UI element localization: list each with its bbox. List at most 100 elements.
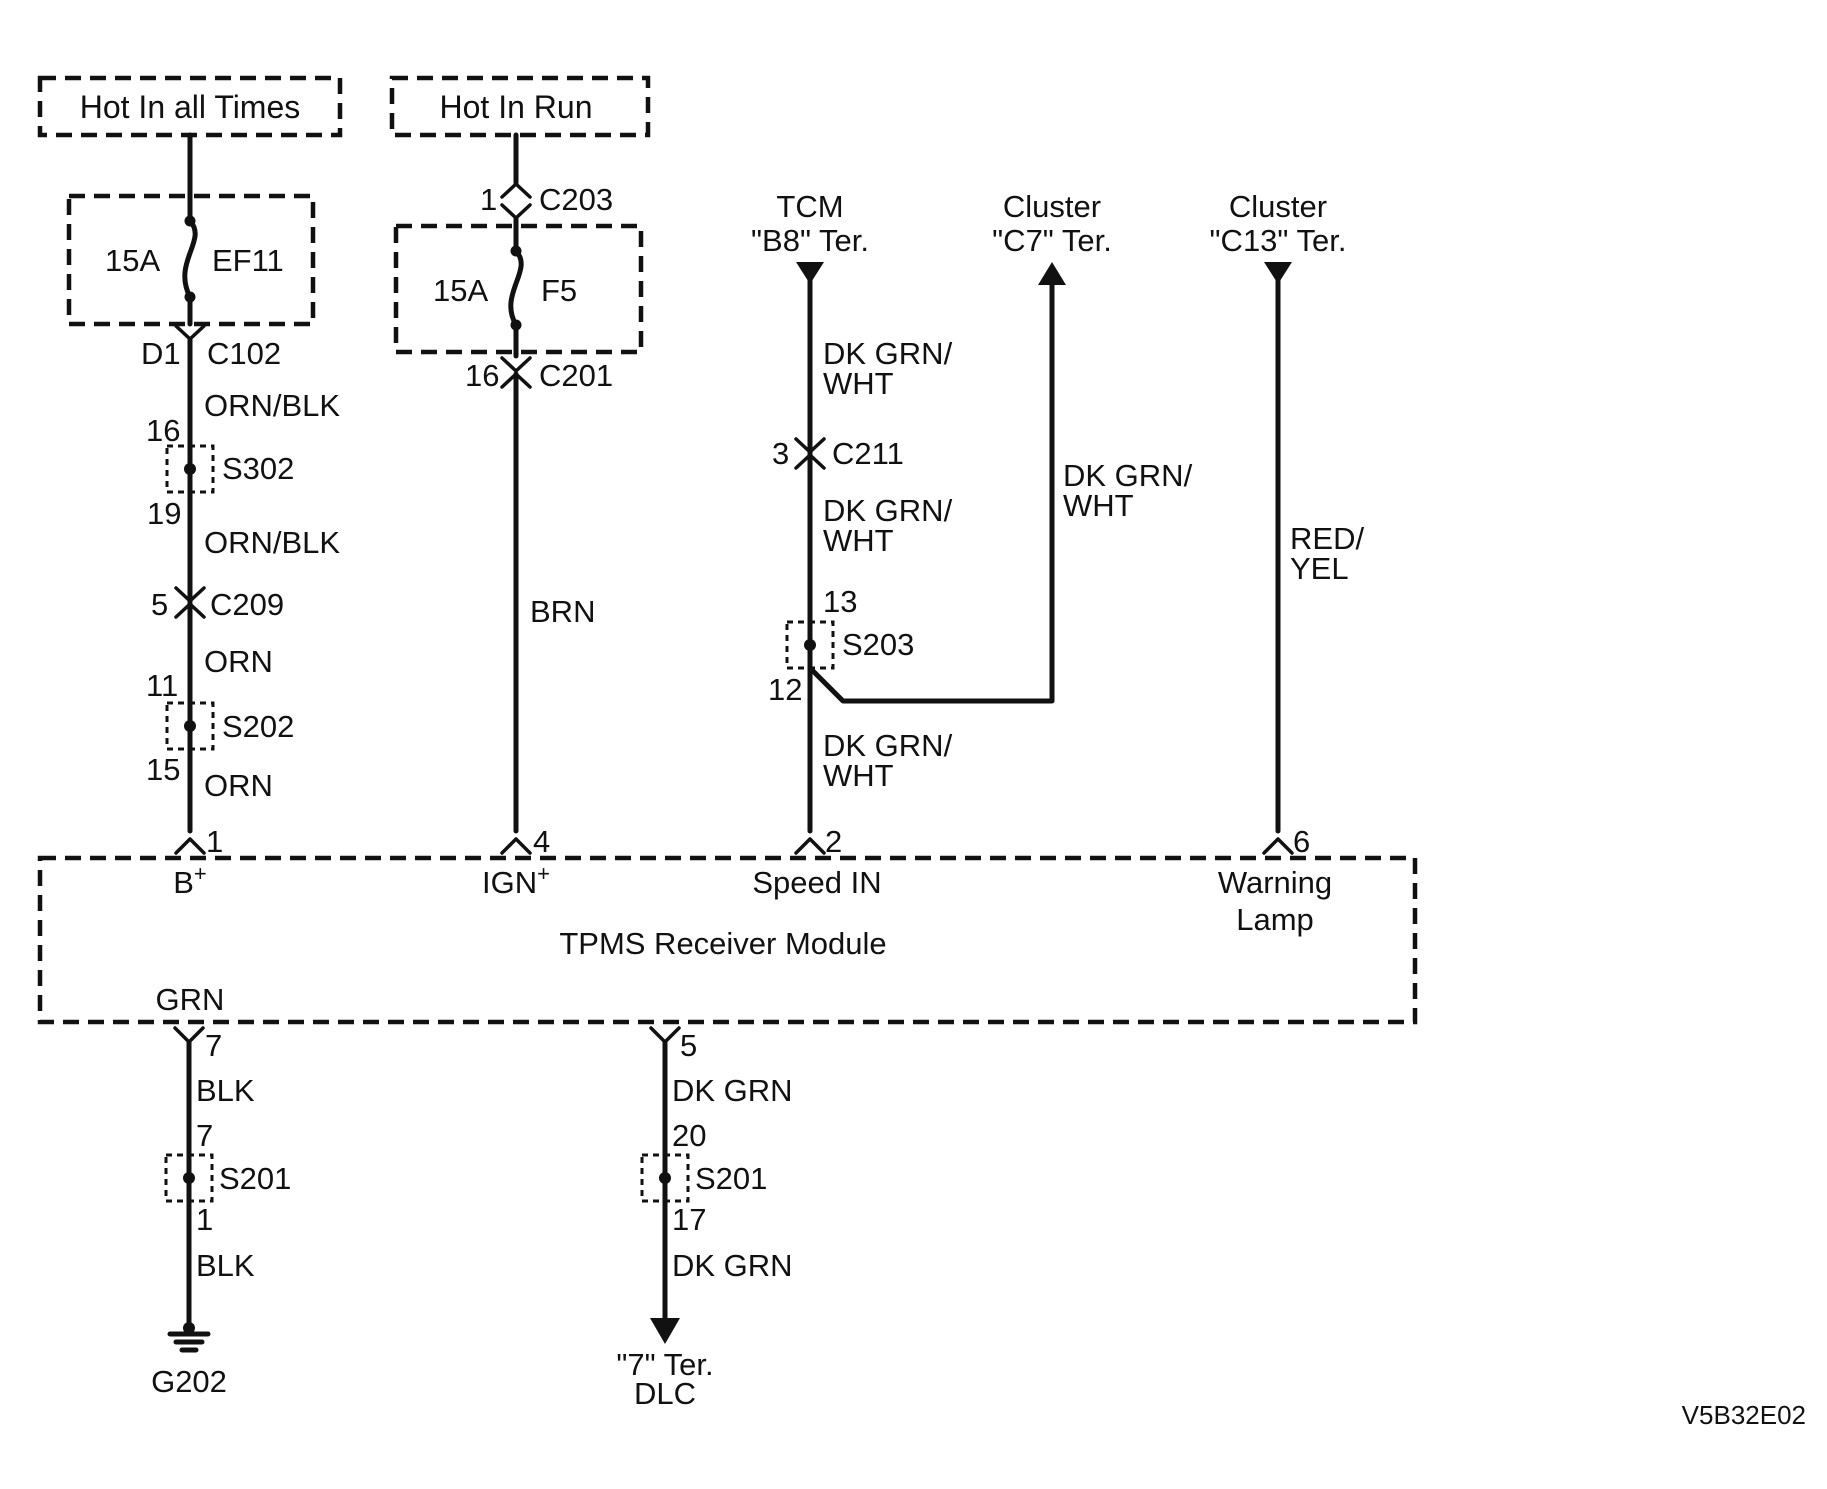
ground-icon <box>167 1322 211 1353</box>
wire-dkgrn-wht-3b: WHT <box>823 758 894 793</box>
splice-s201-dlc-pin-out: 17 <box>672 1202 706 1237</box>
fuse-ef11-rating: 15A <box>105 243 160 278</box>
connector-c203-name: C203 <box>539 182 613 217</box>
terminal-cluster-c7: Cluster "C7" Ter. DK GRN/ WHT <box>992 189 1192 523</box>
module-pin-4-icon <box>500 837 532 855</box>
module-pin-1-icon <box>174 837 206 855</box>
terminal-cluster-c13-arrow-icon <box>1264 262 1292 284</box>
module-pin-6-icon <box>1262 837 1294 855</box>
connector-c209-icon <box>174 586 206 603</box>
splice-s201-ground-pin-out: 1 <box>196 1202 213 1237</box>
connector-c209-name: C209 <box>210 587 284 622</box>
module-pin-warning-label: Warning <box>1218 865 1332 900</box>
circuit-ign: 1 C203 15A F5 16 C201 BRN 4 <box>393 132 644 859</box>
wire-dkgrn-wht-3a: DK GRN/ <box>823 728 953 763</box>
terminal-cluster-c13-label: Cluster <box>1229 189 1327 224</box>
splice-s201-ground-box <box>164 1153 214 1203</box>
fuse-f5-icon <box>508 248 524 328</box>
splice-s202-pin-out: 15 <box>146 752 180 787</box>
fuse-f5-box <box>393 223 644 355</box>
connector-c201-name: C201 <box>539 358 613 393</box>
wire-dkgrn-wht-4b: WHT <box>1063 488 1134 523</box>
module-pin-grn-label: GRN <box>156 982 225 1017</box>
terminal-dlc-arrow-icon <box>650 1318 680 1344</box>
module-pin-6-num: 6 <box>1293 824 1310 859</box>
connector-c211-pin: 3 <box>772 436 789 471</box>
wire-branch-cluster-c7 <box>807 279 1055 704</box>
tpms-receiver-module: B+ IGN+ Speed IN Warning Lamp TPMS Recei… <box>37 855 1418 1025</box>
module-pin-ign-label: IGN+ <box>482 861 550 901</box>
terminal-tcm-b8-label: "B8" Ter. <box>751 223 869 258</box>
module-title: TPMS Receiver Module <box>559 926 886 961</box>
terminal-tcm-arrow-icon <box>796 262 824 284</box>
wire-orn-blk-2: ORN/BLK <box>204 525 340 560</box>
ground-g202-label: G202 <box>151 1364 227 1399</box>
splice-s202-pin-in: 11 <box>146 668 178 703</box>
circuit-warning-lamp: Cluster "C13" Ter. RED/ YEL 6 <box>1210 189 1365 859</box>
terminal-cluster-c13-ter-label: "C13" Ter. <box>1210 223 1347 258</box>
wire-dk-grn-1: DK GRN <box>672 1073 793 1108</box>
module-pin-7-num: 7 <box>205 1028 222 1063</box>
splice-s302-pin-out: 19 <box>147 496 181 531</box>
circuit-ground: 7 BLK 7 S201 1 BLK G202 <box>151 1026 291 1399</box>
terminal-cluster-c7-label: Cluster <box>1003 189 1101 224</box>
module-pin-4-num: 4 <box>533 824 550 859</box>
module-pin-speed-label: Speed IN <box>752 865 881 900</box>
wire-dk-grn-2: DK GRN <box>672 1248 793 1283</box>
wire-dkgrn-wht-2a: DK GRN/ <box>823 493 953 528</box>
splice-s203-pin-in: 13 <box>823 584 857 619</box>
wire-red-yel-b: YEL <box>1290 551 1349 586</box>
splice-s201-ground-pin-in: 7 <box>196 1118 213 1153</box>
connector-c201-icon <box>500 356 532 373</box>
connector-c201-pin: 16 <box>465 358 499 393</box>
power-hot-all-times: Hot In all Times <box>37 75 343 138</box>
wire-red-yel-a: RED/ <box>1290 521 1364 556</box>
wire-blk-2: BLK <box>196 1248 255 1283</box>
splice-s201-dlc-box <box>640 1153 690 1203</box>
splice-s202-name: S202 <box>222 709 294 744</box>
module-pin-1-num: 1 <box>206 824 223 859</box>
splice-s203-pin-out: 12 <box>768 672 802 707</box>
module-pin-5-num: 5 <box>680 1028 697 1063</box>
splice-s302-name: S302 <box>222 451 294 486</box>
splice-s201-dlc-name: S201 <box>695 1161 767 1196</box>
fuse-ef11-box <box>66 193 316 327</box>
connector-c203-pin: 1 <box>480 182 497 217</box>
wire-blk-1: BLK <box>196 1073 255 1108</box>
fuse-ef11-icon <box>182 218 198 300</box>
fuse-ef11-name: EF11 <box>212 243 284 278</box>
fuse-f5-rating: 15A <box>433 273 488 308</box>
connector-c209-pin: 5 <box>151 587 168 622</box>
module-pin-bplus-label: B+ <box>173 861 207 901</box>
splice-s302-box <box>165 444 215 494</box>
terminal-cluster-c7-arrow-icon <box>1038 262 1066 285</box>
wire-dkgrn-wht-1a: DK GRN/ <box>823 336 953 371</box>
splice-s201-ground-name: S201 <box>219 1161 291 1196</box>
terminal-dlc-ter-label: "7" Ter. <box>616 1347 713 1382</box>
wire-dkgrn-wht-1b: WHT <box>823 366 894 401</box>
connector-c203-icon <box>500 182 532 199</box>
wire-dkgrn-wht-2b: WHT <box>823 523 894 558</box>
wire-orn-blk-1: ORN/BLK <box>204 388 340 423</box>
connector-c211-name: C211 <box>832 436 904 471</box>
circuit-speed-in: TCM "B8" Ter. DK GRN/ WHT 3 C211 DK GRN/… <box>751 189 1055 859</box>
wire-dkgrn-wht-4a: DK GRN/ <box>1063 458 1193 493</box>
wire-orn-2: ORN <box>204 768 273 803</box>
circuit-dlc: 5 DK GRN 20 S201 17 DK GRN "7" Ter. DLC <box>616 1026 793 1411</box>
splice-s202-box <box>165 701 215 751</box>
wire-orn-1: ORN <box>204 644 273 679</box>
connector-c211-icon <box>794 437 826 454</box>
figure-code: V5B32E02 <box>1682 1400 1806 1430</box>
circuit-bplus: 15A EF11 D1 C102 ORN/BLK 16 S302 19 ORN/… <box>66 132 340 859</box>
module-pin-warning-lamp-label: Lamp <box>1236 902 1314 937</box>
wire-brn: BRN <box>530 594 595 629</box>
splice-s302-pin-in: 16 <box>146 413 180 448</box>
connector-c102-name: C102 <box>207 336 281 371</box>
connector-c102-pin: D1 <box>141 336 181 371</box>
splice-s201-dlc-pin-in: 20 <box>672 1118 706 1153</box>
power-hot-all-times-label: Hot In all Times <box>80 89 301 125</box>
terminal-dlc-label: DLC <box>634 1376 696 1411</box>
power-hot-in-run-label: Hot In Run <box>440 89 593 125</box>
module-pin-2-icon <box>794 837 826 855</box>
terminal-tcm-label: TCM <box>776 189 843 224</box>
